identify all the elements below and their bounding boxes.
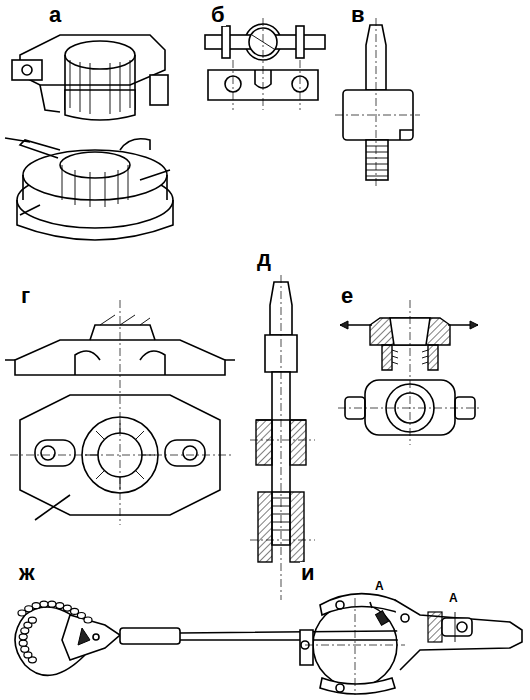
chain-link (19, 634, 27, 640)
panel-letter: г (20, 285, 31, 307)
chain-link (28, 617, 36, 623)
chain-link (71, 608, 79, 614)
spider-slips (5, 138, 173, 240)
swivel-sub (250, 275, 315, 600)
chain-link (18, 610, 26, 616)
safety-cap (338, 300, 482, 445)
panel-letter: е (340, 285, 354, 307)
panel-letter: в (350, 4, 366, 26)
panel-letter: а (48, 4, 62, 26)
chain-link (19, 640, 27, 646)
panel-letter: ж (18, 562, 36, 584)
elevator-open (12, 35, 168, 120)
panel-letter: б (210, 4, 226, 26)
chain-link (84, 617, 92, 623)
panel-letter: д (256, 248, 272, 270)
rotary-slips (5, 300, 235, 525)
chain-links (19, 617, 36, 663)
panel-letter: и (300, 562, 316, 584)
section-mark: А (374, 580, 385, 592)
chain-link (63, 605, 71, 611)
lifting-sub (335, 18, 420, 186)
section-mark: А (448, 592, 459, 604)
clamp (205, 18, 325, 110)
tong-jaw (300, 594, 522, 695)
chain-link (21, 646, 29, 652)
chain-link (32, 603, 40, 609)
chain-link (48, 601, 56, 607)
chain-links (18, 601, 92, 623)
chain-link (56, 603, 64, 609)
chain-link (40, 601, 48, 607)
